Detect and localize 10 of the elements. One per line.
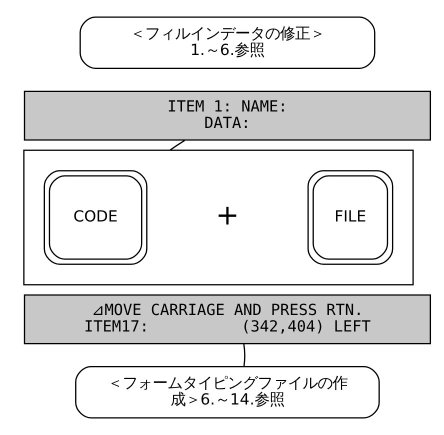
- node-box: ITEM 1: NAME: DATA:: [24, 90, 432, 141]
- node-box: ⊿MOVE CARRIAGE AND PRESS RTN. ITEM17: (342,404) LEFT: [24, 294, 432, 344]
- node-box: FILE: [307, 170, 394, 265]
- node-box: ＜フォームタイピングファイルの作成＞6.～14.参照: [75, 366, 380, 419]
- connector: [169, 140, 185, 151]
- node-box: CODE: [44, 170, 148, 265]
- connector: [243, 344, 246, 366]
- label: +: [216, 198, 240, 232]
- node-box: ＜フィルインデータの修正＞ 1.～6.参照: [80, 16, 376, 69]
- cluster: [23, 150, 414, 286]
